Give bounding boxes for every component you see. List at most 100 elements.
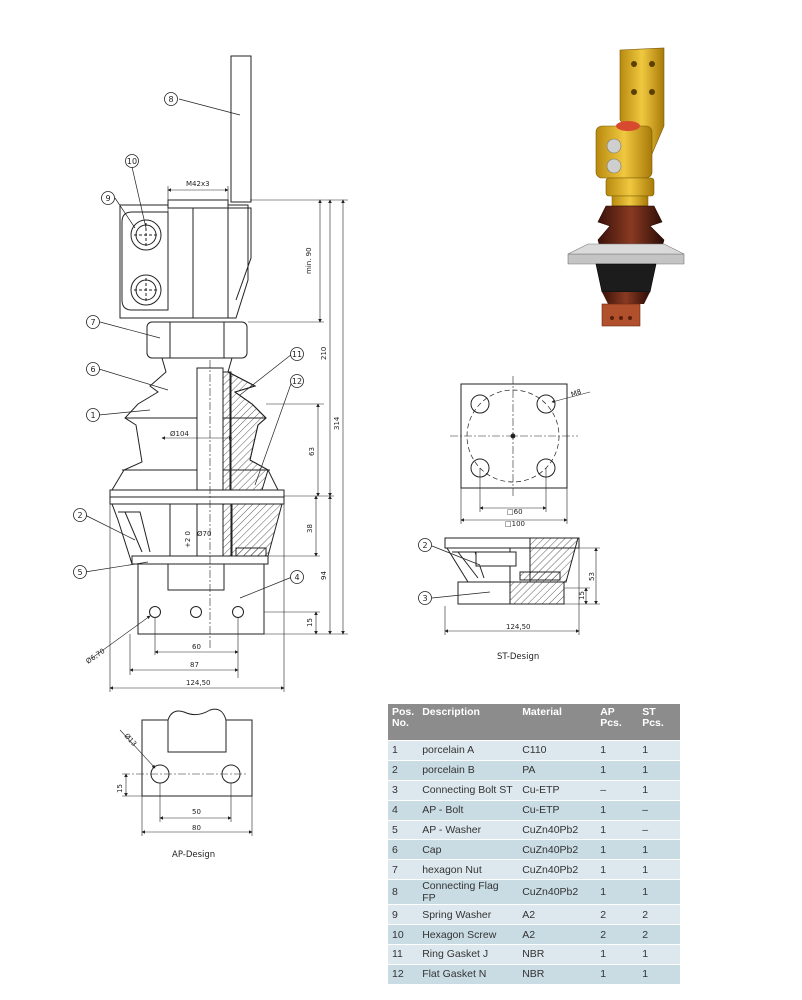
st-dim-53: 53 (588, 572, 596, 581)
st-top-view (450, 376, 591, 524)
render-nut (605, 177, 655, 197)
ap-dim-hole: Ø13 (123, 732, 139, 748)
balloon-circle (418, 591, 432, 605)
balloon-circle (290, 374, 304, 388)
bolt-hole-3 (232, 606, 244, 618)
st-dim-60: □60 (507, 508, 523, 516)
cell-st: – (638, 799, 681, 820)
connecting-flag (230, 55, 252, 203)
cell-mat: CuZn40Pb2 (518, 819, 597, 840)
cell-st: 2 (638, 904, 681, 925)
cell-pos: 8 (388, 879, 419, 905)
cell-ap: 1 (596, 879, 639, 905)
cell-ap: 1 (596, 819, 639, 840)
render-connecting-bolt (601, 303, 641, 327)
st-hole-2 (536, 394, 556, 414)
dim-38: 38 (306, 524, 314, 533)
ap-dim-15: 15 (116, 784, 124, 793)
cell-pos: 3 (388, 779, 419, 800)
balloon-number: 11 (292, 350, 302, 359)
cell-pos: 1 (388, 740, 419, 760)
cell-desc: Connecting Bolt ST (418, 779, 519, 800)
col-desc: Description (418, 704, 519, 740)
dim-87: 87 (190, 661, 199, 669)
porcelain-b (111, 503, 171, 565)
main-dimensions (91, 186, 348, 692)
balloon-number: 10 (127, 157, 137, 166)
dim-314: 314 (333, 416, 341, 430)
dim-min90: min. 90 (305, 247, 313, 274)
balloon-circle (125, 154, 139, 168)
cell-st: 1 (638, 859, 681, 880)
col-pos: Pos. No. (388, 704, 419, 740)
cell-desc: Ring Gasket J (418, 944, 519, 964)
balloon-circle (86, 362, 100, 376)
cell-mat: Cu-ETP (518, 779, 597, 800)
st-hole-1 (470, 394, 490, 414)
render-plate (567, 253, 685, 265)
cell-desc: hexagon Nut (418, 859, 519, 880)
balloon-number: 9 (105, 194, 110, 203)
balloon-circle (86, 408, 100, 422)
balloon-circle (73, 565, 87, 579)
ap-view (119, 708, 253, 836)
cell-ap: 1 (596, 944, 639, 964)
cell-desc: Cap (418, 839, 519, 860)
cell-pos: 6 (388, 839, 419, 860)
cell-mat: CuZn40Pb2 (518, 879, 597, 905)
balloon-circle (86, 315, 100, 329)
cell-ap: 1 (596, 799, 639, 820)
cell-mat: C110 (518, 740, 597, 760)
balloon-circle (164, 92, 178, 106)
cell-ap: 1 (596, 859, 639, 880)
col-st: ST Pcs. (638, 704, 681, 740)
balloon-circle (73, 508, 87, 522)
balloon-number: 2 (77, 511, 82, 520)
cell-pos: 12 (388, 963, 419, 984)
parts-table: Pos. No. Description Material AP Pcs. ST… (388, 704, 681, 984)
cell-desc: Spring Washer (418, 904, 519, 925)
cell-pos: 4 (388, 799, 419, 820)
cell-mat: A2 (518, 924, 597, 945)
cell-mat: NBR (518, 944, 597, 964)
balloon-number: 5 (77, 568, 82, 577)
cell-ap: 2 (596, 924, 639, 945)
main-dim-labels: M42x3 min. 90 210 314 63 38 94 15 Ø104 Ø… (85, 180, 341, 687)
dim-210: 210 (320, 347, 328, 360)
cell-st: – (638, 819, 681, 840)
cell-ap: 2 (596, 904, 639, 925)
st-dim-12450: 124,50 (506, 623, 531, 631)
st-dim-hole: M8 (570, 388, 583, 399)
dim-63: 63 (308, 447, 316, 456)
main-view (109, 55, 285, 650)
dim-12450: 124,50 (186, 679, 211, 687)
dim-hole: Ø6,70 (85, 647, 107, 666)
bolt-hole-1 (149, 606, 161, 618)
balloon-circle (290, 347, 304, 361)
balloon-circle (101, 191, 115, 205)
cell-desc: Hexagon Screw (418, 924, 519, 945)
cell-mat: Cu-ETP (518, 799, 597, 820)
dim-dia70-tol: +2 0 (184, 531, 192, 548)
balloon-circle (290, 570, 304, 584)
cell-mat: NBR (518, 963, 597, 984)
ap-dim-80: 80 (192, 824, 201, 832)
cell-ap: – (596, 779, 639, 800)
col-ap: AP Pcs. (596, 704, 639, 740)
cell-mat: CuZn40Pb2 (518, 859, 597, 880)
balloon-number: 7 (90, 318, 95, 327)
balloon-number: 6 (90, 365, 95, 374)
st-design-label: ST-Design (497, 652, 539, 662)
cell-pos: 2 (388, 759, 419, 780)
